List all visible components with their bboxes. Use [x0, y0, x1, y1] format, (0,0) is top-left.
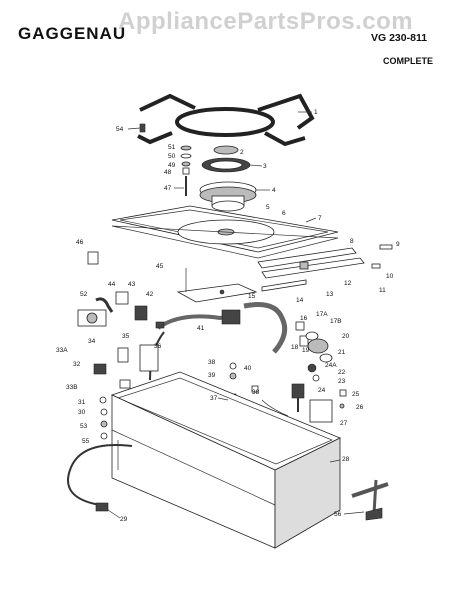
callout-52: 52 [80, 291, 88, 298]
callout-15: 15 [248, 293, 256, 300]
callout-38b: 38 [252, 389, 260, 396]
callout-28: 28 [342, 456, 350, 463]
callout-43: 43 [128, 281, 136, 288]
callout-41: 41 [197, 325, 205, 332]
orifice-parts [139, 123, 192, 196]
callout-9: 9 [396, 241, 400, 248]
callout-30: 30 [78, 409, 86, 416]
callout-45: 45 [156, 263, 164, 270]
callout-19: 19 [302, 347, 310, 354]
callout-14: 14 [296, 297, 304, 304]
callout-44: 44 [108, 281, 116, 288]
callout-25: 25 [352, 391, 360, 398]
callout-53: 53 [80, 423, 88, 430]
callout-37: 37 [210, 395, 218, 402]
callout-2: 2 [240, 149, 244, 156]
mounting-bracket [176, 268, 258, 303]
callout-24a: 24A [325, 362, 337, 369]
burner-assembly [199, 145, 257, 212]
callout-48: 48 [164, 169, 172, 176]
callout-20: 20 [342, 333, 350, 340]
model-number: VG 230-811 [371, 32, 428, 44]
callout-50: 50 [168, 153, 176, 160]
callout-13: 13 [326, 291, 334, 298]
top-plate [111, 205, 339, 259]
callout-31: 31 [78, 399, 86, 406]
callout-40: 40 [244, 365, 252, 372]
callout-4: 4 [272, 187, 276, 194]
power-cord [67, 444, 133, 512]
callout-6: 6 [282, 210, 286, 217]
callout-23: 23 [338, 378, 346, 385]
brand-logo: GAGGENAU [18, 24, 127, 43]
callout-33b: 33B [66, 384, 78, 391]
callout-3: 3 [263, 163, 267, 170]
callout-32: 32 [73, 361, 81, 368]
callout-21: 21 [338, 349, 346, 356]
callout-5: 5 [266, 204, 270, 211]
burner-box [110, 371, 341, 549]
callout-38a: 38 [208, 359, 216, 366]
callout-12: 12 [344, 280, 352, 287]
callout-42: 42 [146, 291, 154, 298]
callout-24: 24 [318, 387, 326, 394]
callout-17a: 17A [316, 311, 328, 318]
left-components [77, 251, 165, 329]
callout-1: 1 [314, 109, 318, 116]
callout-49: 49 [168, 162, 176, 169]
callout-46: 46 [76, 239, 84, 246]
watermark: AppliancePartsPros.com [118, 8, 414, 35]
rails [257, 244, 393, 292]
callout-16: 16 [300, 315, 308, 322]
callout-7: 7 [318, 215, 322, 222]
small-fasteners [99, 396, 108, 440]
callout-22: 22 [338, 369, 346, 376]
callout-8: 8 [350, 238, 354, 245]
gas-pipe [149, 302, 288, 381]
callout-56: 56 [334, 511, 342, 518]
valve-block [93, 344, 159, 389]
callout-47: 47 [164, 185, 172, 192]
callout-51: 51 [168, 144, 176, 151]
callout-29: 29 [120, 516, 128, 523]
callout-18: 18 [291, 344, 299, 351]
callout-39: 39 [208, 372, 216, 379]
callout-34: 34 [88, 338, 96, 345]
callout-10: 10 [386, 273, 394, 280]
callout-17b: 17B [330, 318, 342, 325]
callout-55: 55 [82, 438, 90, 445]
grate [137, 93, 315, 147]
callout-27: 27 [340, 420, 348, 427]
callout-54: 54 [116, 126, 124, 133]
callout-26: 26 [356, 404, 364, 411]
callout-35: 35 [122, 333, 130, 340]
wrench-tool [351, 479, 389, 521]
ignition-parts [261, 321, 347, 423]
callout-labels: 1 2 3 4 5 6 7 8 9 10 11 12 13 14 15 16 1… [56, 109, 400, 523]
callout-11: 11 [379, 287, 386, 294]
view-title: COMPLETE [383, 56, 434, 66]
callout-33a: 33A [56, 347, 68, 354]
callout-36: 36 [154, 343, 162, 350]
